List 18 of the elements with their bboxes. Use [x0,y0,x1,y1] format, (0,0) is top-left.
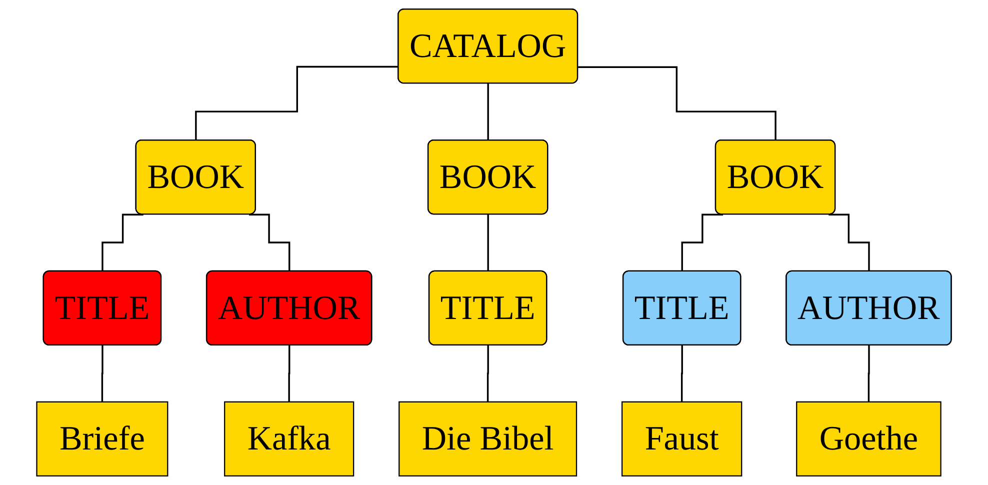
connector [288,344,290,403]
node-box: Kafka [224,401,354,476]
connector [486,344,490,403]
connector [868,344,870,403]
connector [487,82,490,142]
connector [195,66,399,142]
connector [487,214,490,272]
connector [102,214,144,272]
connector [578,66,777,142]
node-box: Faust [621,401,742,476]
connector [681,214,724,272]
node-box: Die Bibel [398,401,578,476]
node-box: Briefe [36,401,168,476]
node-box: Goethe [796,401,942,476]
connector [101,344,104,403]
connector [249,214,290,272]
connector [828,214,870,272]
connector [680,344,684,403]
